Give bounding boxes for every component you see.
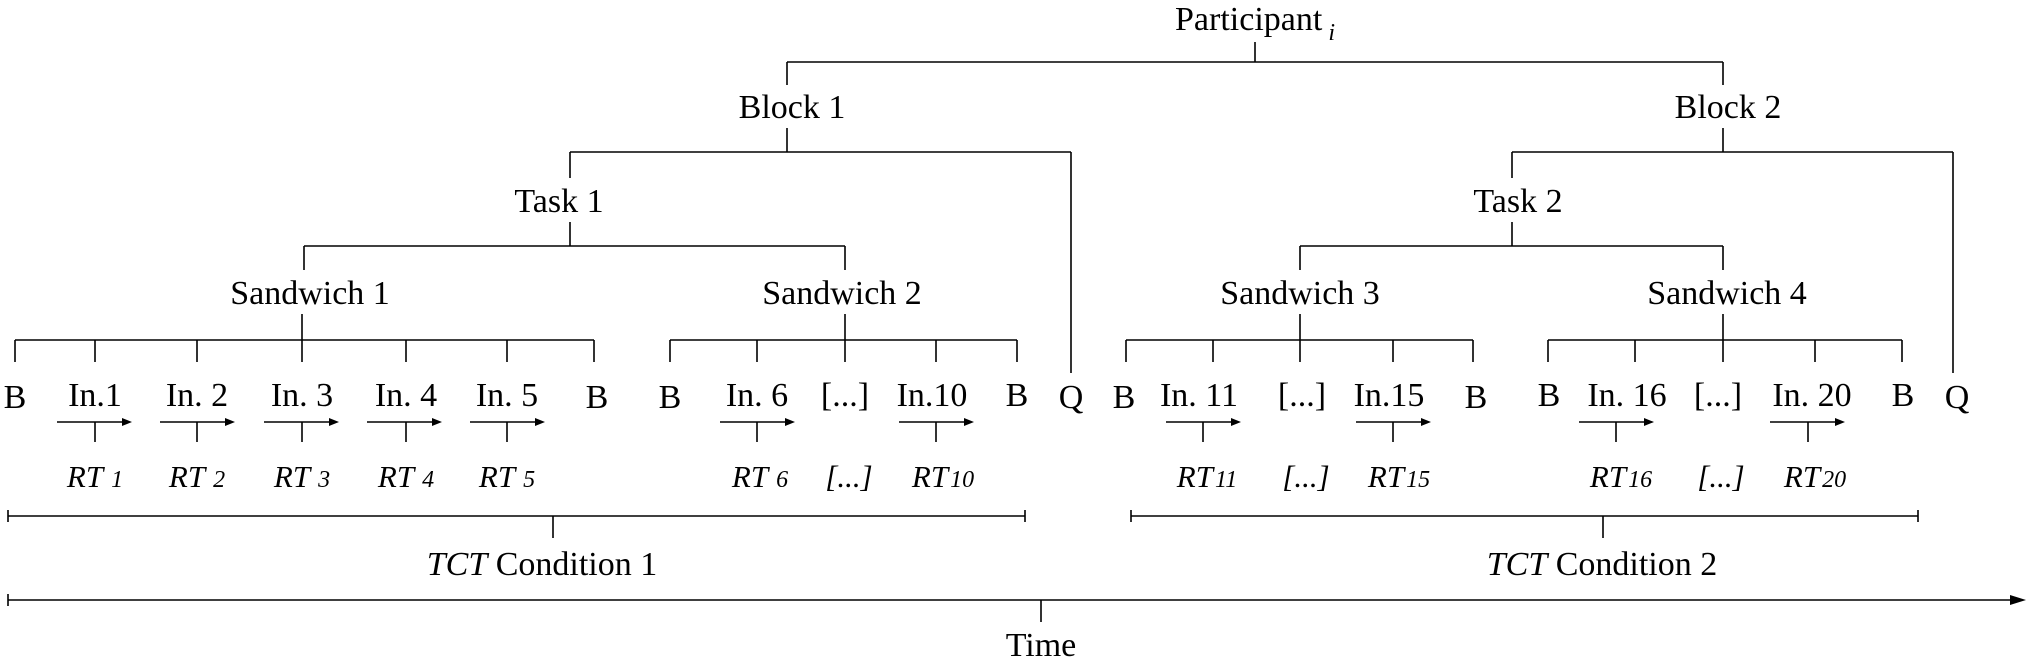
questionnaire-label: Q [1059,379,1084,416]
ellipsis-label: [...] [821,377,869,414]
condition-1-label: TCT Condition 1 [427,546,658,583]
sandwich-2-label: Sandwich 2 [762,275,922,312]
rt-label: RT10 [911,459,974,494]
time-axis-arrowhead [2010,595,2026,605]
block-2-label: Block 2 [1675,89,1782,126]
rt-label: RT11 [1176,459,1237,494]
rt-arrow [1356,418,1431,442]
time-axis-label: Time [1006,627,1077,662]
block-1-connector [569,128,1072,373]
questionnaire-label: Q [1945,379,1970,416]
ellipsis-label: [...] [1278,377,1326,414]
rt-arrow [160,418,235,442]
item-label: In. 11 [1160,377,1238,414]
rt-ellipsis-label: [...] [825,459,872,494]
sandwich-1-label: Sandwich 1 [230,275,390,312]
item-label: In.10 [897,377,968,414]
rt-arrow [367,418,442,442]
baseline-label: B [586,379,609,416]
sandwich-2-connector [669,314,1018,362]
block-1-label: Block 1 [739,89,846,126]
rt-arrow [1579,418,1654,442]
condition-1-bracket [7,510,1026,538]
task-2-label: Task 2 [1473,183,1562,220]
sandwich-2-leaves: B In. 6 [...] In.10 B [659,377,1029,416]
item-label: In.15 [1354,377,1425,414]
participant-connector [786,42,1724,85]
baseline-label: B [1113,379,1136,416]
sandwich-3-connector [1125,314,1474,362]
participant-subscript: i [1328,20,1335,46]
baseline-label: B [4,379,27,416]
item-label: In. 5 [476,377,538,414]
item-label: In. 2 [166,377,228,414]
sandwich-1-leaves: B In.1 In. 2 In. 3 In. 4 In. 5 B [4,377,609,416]
item-label: In.1 [68,377,122,414]
rt-arrow [899,418,974,442]
ellipsis-label: [...] [1694,377,1742,414]
baseline-label: B [1006,377,1029,414]
item-label: In. 6 [726,377,788,414]
sandwich-4-leaves: B In. 16 [...] In. 20 B [1538,377,1915,414]
block-2-connector [1511,128,1954,373]
rt-label: RT16 [1589,459,1652,494]
item-label: In. 3 [271,377,333,414]
sandwich-3-leaves: B In. 11 [...] In.15 B [1113,377,1488,416]
item-label: In. 20 [1772,377,1851,414]
sandwich-3-label: Sandwich 3 [1220,275,1380,312]
rt-arrow [264,418,339,442]
sandwich-1-connector [14,314,595,362]
task-1-connector [303,222,846,270]
sandwich-4-connector [1547,314,1903,362]
condition-2-label: TCT Condition 2 [1487,546,1718,583]
item-label: In. 4 [375,377,437,414]
response-time-arrows [57,418,1845,442]
time-axis [7,594,2026,622]
baseline-label: B [1465,379,1488,416]
rt-label: RT15 [1367,459,1430,494]
rt-label: RT20 [1783,459,1846,494]
rt-ellipsis-label: [...] [1282,459,1329,494]
sandwich-4-label: Sandwich 4 [1647,275,1807,312]
rt-arrow [1166,418,1241,442]
rt-arrow [1770,418,1845,442]
baseline-label: B [1538,377,1561,414]
rt-arrow [470,418,545,442]
condition-2-bracket [1130,510,1919,538]
rt-ellipsis-label: [...] [1697,459,1744,494]
task-2-connector [1299,222,1724,270]
item-label: In. 16 [1587,377,1666,414]
baseline-label: B [1892,377,1915,414]
rt-arrow [57,418,132,442]
baseline-label: B [659,379,682,416]
rt-arrow [720,418,795,442]
task-1-label: Task 1 [514,183,603,220]
